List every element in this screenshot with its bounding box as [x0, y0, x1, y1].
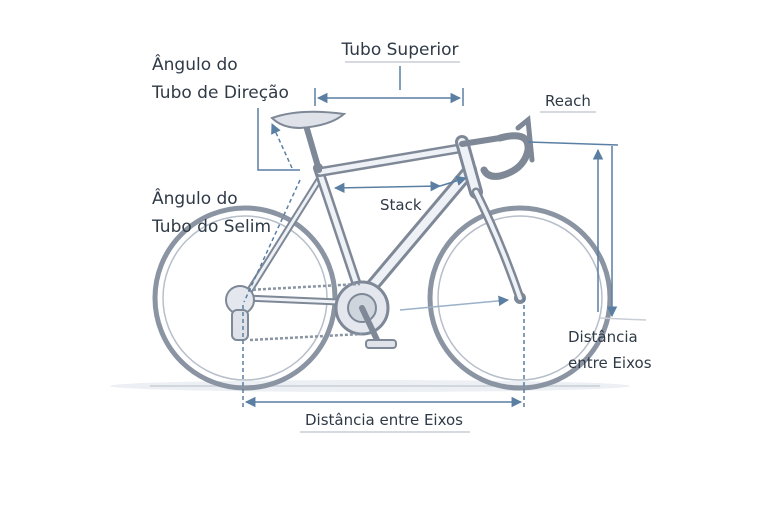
- rear-derailleur: [225, 285, 255, 341]
- crankset: [334, 280, 397, 349]
- reach-label: Reach: [545, 92, 591, 110]
- chain: [247, 282, 363, 342]
- dimension-lines: [242, 61, 647, 433]
- top-tube-label: Tubo Superior: [340, 40, 458, 60]
- bike-frame: [241, 119, 525, 307]
- head-angle-label-line1: Ângulo do: [152, 53, 238, 75]
- right-distance-label-line1: Distância: [568, 328, 638, 346]
- seat-angle-label-line1: Ângulo do: [152, 187, 238, 209]
- seat-angle-label-line2: Tubo do Selim: [151, 217, 271, 237]
- stack-label: Stack: [380, 196, 422, 214]
- saddle: [270, 110, 347, 130]
- head-angle-label-line2: Tubo de Direção: [151, 83, 289, 103]
- right-distance-label-line2: entre Eixos: [568, 354, 652, 372]
- wheelbase-label: Distância entre Eixos: [305, 411, 463, 429]
- handlebar: [459, 115, 535, 180]
